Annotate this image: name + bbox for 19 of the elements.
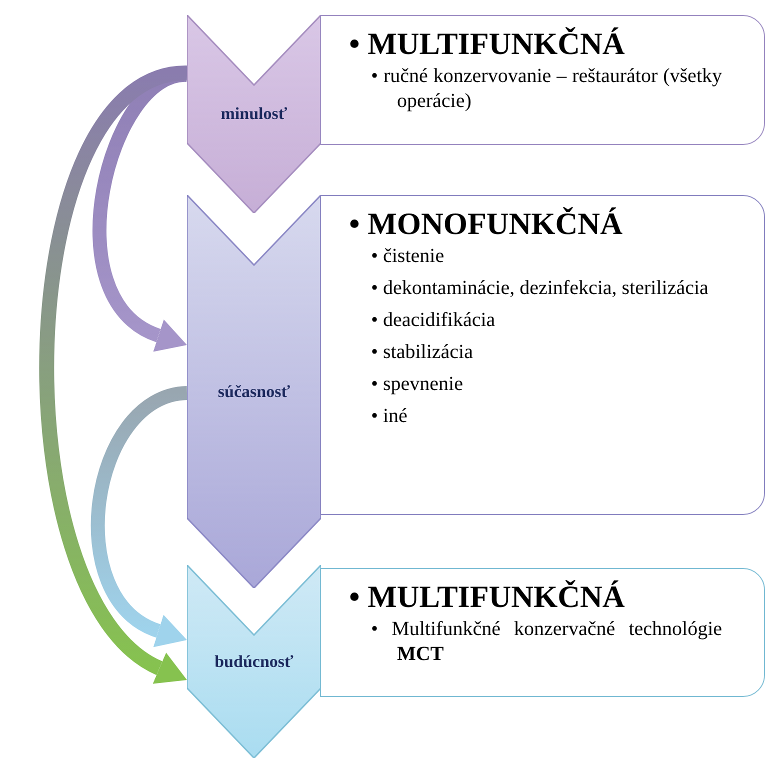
heading: • MULTIFUNKČNÁ bbox=[349, 578, 626, 616]
heading: • MULTIFUNKČNÁ bbox=[349, 25, 626, 63]
text-panel bbox=[320, 195, 765, 515]
list-item: • spevnenie bbox=[371, 372, 464, 397]
list-item: • ručné konzervovanie – reštaurátor (všetky operácie) bbox=[371, 64, 722, 114]
text-panel bbox=[320, 15, 765, 145]
list-item: • iné bbox=[371, 404, 408, 429]
stage-label: súčasnosť bbox=[218, 380, 290, 403]
curved-arrow bbox=[90, 386, 188, 646]
stage-label: budúcnosť bbox=[214, 650, 294, 673]
list-item: • dekontaminácie, dezinfekcia, sterilizácia bbox=[371, 276, 710, 301]
stage-label: minulosť bbox=[220, 103, 288, 126]
text-panel bbox=[320, 568, 765, 697]
list-item: • deacidifikácia bbox=[371, 308, 496, 333]
heading: • MONOFUNKČNÁ bbox=[349, 205, 624, 243]
list-item: • stabilizácia bbox=[371, 340, 474, 365]
list-item: • čistenie bbox=[371, 244, 446, 269]
curved-arrow bbox=[40, 66, 189, 686]
list-item: • Multifunkčné konzervačné technológie MCT bbox=[371, 617, 722, 667]
